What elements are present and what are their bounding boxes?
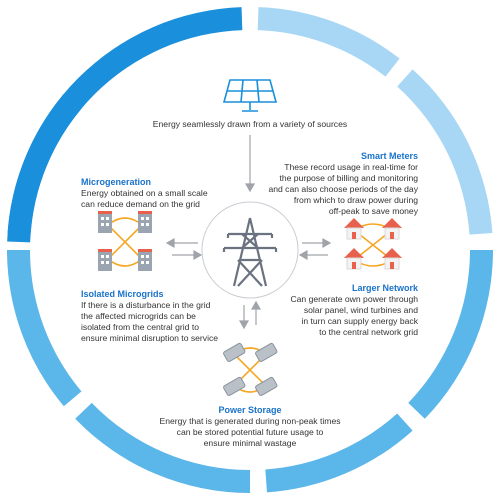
larger-network-title: Larger Network	[351, 283, 418, 293]
power-storage-title: Power Storage	[218, 405, 282, 415]
microgeneration-block: Microgeneration Energy obtained on a sma…	[81, 177, 241, 210]
solar-panel-icon	[222, 79, 278, 112]
top-caption: Energy seamlessly drawn from a variety o…	[152, 119, 348, 129]
smart-meters-title: Smart Meters	[360, 151, 418, 161]
power-storage-line: ensure minimal wastage	[203, 438, 297, 448]
larger-network-line: in turn can supply energy back	[301, 316, 418, 326]
buildings-network-icon	[98, 211, 152, 271]
smart-meters-line: the purpose of billing and monitoring	[279, 173, 418, 183]
microgeneration-title: Microgeneration	[81, 177, 152, 187]
ring-segment	[7, 93, 82, 235]
microgeneration-line: Energy obtained on a small scale	[81, 188, 208, 198]
larger-network-block: Larger Network Can generate own power th…	[262, 283, 418, 338]
smart-meters-line: These record usage in real-time for	[284, 162, 418, 172]
power-storage-line: can be stored potential future usage to	[176, 427, 324, 437]
microgeneration-line: can reduce demand on the grid	[81, 199, 200, 209]
smart-meters-line: from which to draw power during	[293, 195, 418, 205]
ring-segment	[265, 413, 413, 493]
larger-network-line: to the central network grid	[319, 327, 418, 337]
power-storage-block: Power Storage Energy that is generated d…	[140, 405, 360, 449]
isolated-microgrids-line: the affected microgrids can be	[81, 311, 196, 321]
isolated-microgrids-line: isolated from the central grid to	[81, 322, 199, 332]
isolated-microgrids-line: If there is a disturbance in the grid	[81, 300, 211, 310]
transmission-tower-icon	[201, 201, 299, 299]
ring-segment	[75, 402, 250, 493]
larger-network-line: Can generate own power through	[290, 294, 418, 304]
smart-meters-line: off-peak to save money	[328, 206, 418, 216]
houses-network-icon	[344, 218, 402, 270]
isolated-microgrids-title: Isolated Microgrids	[81, 289, 164, 299]
smart-meters-block: Smart Meters These record usage in real-…	[255, 151, 418, 217]
ring-segment	[6, 250, 82, 407]
batteries-network-icon	[223, 342, 278, 396]
ring-segment	[257, 7, 400, 77]
smart-meters-line: and can also choose periods of the day	[268, 184, 418, 194]
power-storage-line: Energy that is generated during non-peak…	[159, 416, 341, 426]
ring-segment	[397, 69, 493, 235]
isolated-microgrids-block: Isolated Microgrids If there is a distur…	[81, 289, 256, 344]
larger-network-line: solar panel, wind turbines and	[303, 305, 418, 315]
ring-segment	[408, 250, 493, 419]
isolated-microgrids-line: ensure minimal disruption to service	[81, 333, 219, 343]
